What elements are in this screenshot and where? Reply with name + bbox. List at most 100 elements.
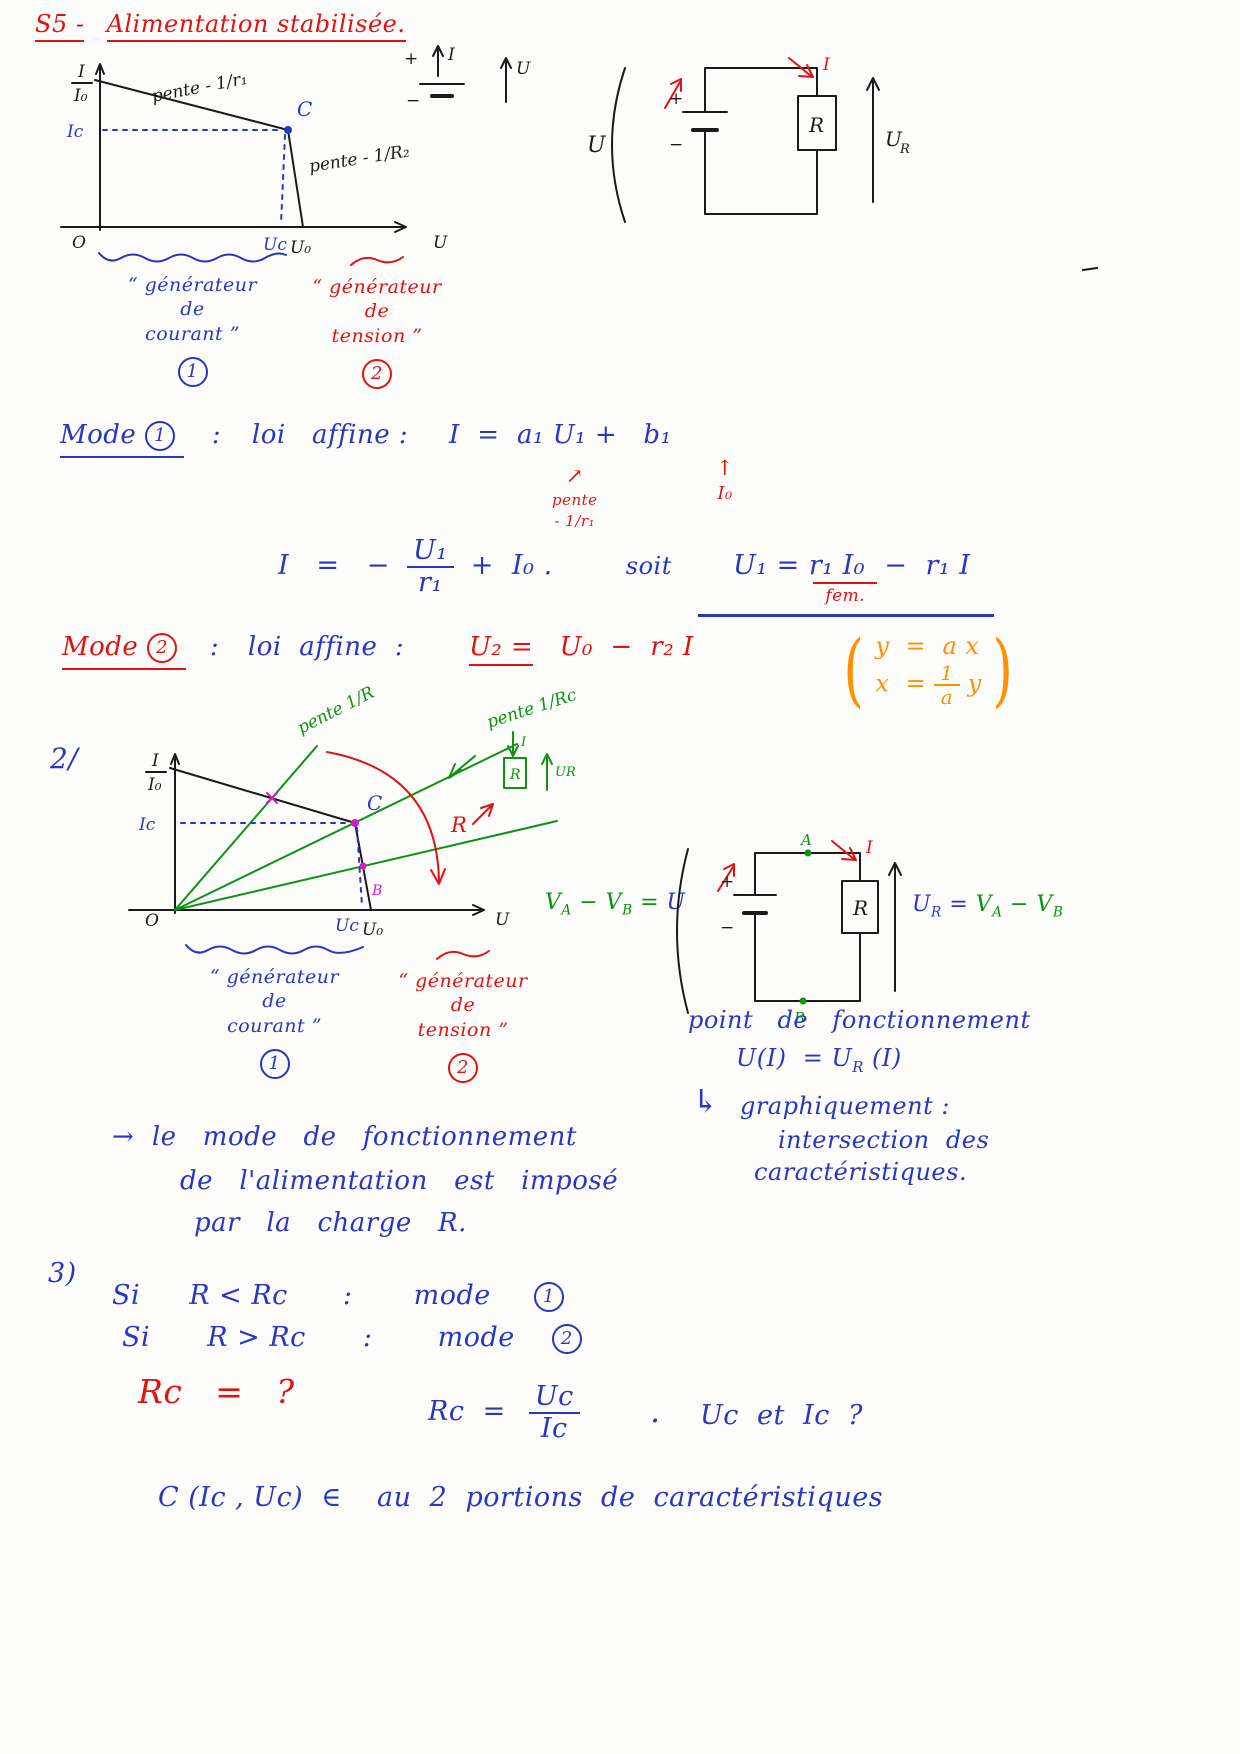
fraction-numerator: 1	[934, 662, 960, 686]
marker-b-label: B	[371, 883, 382, 899]
source-voltage-label: U	[587, 133, 607, 158]
sign-convention-sketch: + I − U	[404, 45, 531, 111]
underbrace-squiggle	[98, 252, 287, 263]
mode1-number: 1	[145, 421, 176, 451]
legend-line-3: tension ”	[417, 1019, 509, 1042]
section3-case1: Si R < Rc : mode 1	[112, 1280, 564, 1312]
colon: :	[362, 1322, 373, 1353]
characteristic-curve	[94, 79, 304, 228]
operating-point-text: point de fonctionnement	[688, 1006, 1031, 1034]
y-axis-label-numerator: I	[151, 751, 159, 771]
section3-number: 3)	[48, 1258, 77, 1289]
node-a-dot	[804, 849, 812, 857]
close-paren: )	[992, 623, 1014, 716]
pente-r2-label: pente - 1/R₂	[308, 141, 412, 177]
colon: :	[209, 632, 220, 662]
node-a-label: A	[799, 831, 812, 849]
resistor-box	[841, 880, 879, 934]
loi-affine-text: loi affine :	[247, 632, 405, 662]
mode1-annotation-pente: ↗ pente - 1/r₁	[552, 462, 598, 531]
wire-top	[704, 67, 818, 113]
annotation-pente-word: pente	[552, 491, 598, 510]
eq2-tail: + I₀ .	[470, 550, 553, 582]
current-label: I	[822, 55, 830, 75]
current-label: I	[865, 838, 873, 858]
annotation-i0-value: I₀	[717, 483, 733, 505]
mode2-heading: Mode 2 : loi affine : U₂ = U₀ − r₂ I	[62, 632, 694, 670]
current-arrow-head	[841, 847, 857, 861]
pente-1-r-label: pente 1/R	[294, 683, 378, 739]
mode2-number: 2	[147, 633, 178, 663]
sub-a: A	[561, 902, 572, 919]
legend-line-1: “ générateur	[312, 275, 442, 298]
rc-equals: Rc =	[428, 1396, 506, 1428]
legend-line-3: courant ”	[145, 323, 240, 346]
mode-word: Mode	[60, 420, 137, 450]
resistor-box	[797, 95, 837, 151]
of-i: (I)	[872, 1044, 902, 1072]
left-bracket	[611, 67, 626, 223]
circuit1-source-and-load: U + − R I U R	[587, 55, 910, 223]
legend-line-2: de	[450, 994, 476, 1017]
load-line-steep	[174, 745, 318, 911]
legend-line-3: tension ”	[331, 325, 423, 348]
si-word: Si	[112, 1280, 141, 1311]
figure2-load-line-graph: B C I I₀ Ic pente 1/R pente 1/Rc I R UR …	[128, 683, 579, 940]
point-c-dot	[284, 126, 292, 134]
intersection-marker-2	[359, 862, 367, 870]
mode2-aside: ( y = a x x = 1 a y )	[838, 623, 1019, 716]
uc-ic-question: Uc et Ic ?	[700, 1400, 863, 1431]
x-axis-arrow	[394, 221, 407, 233]
r-increase-label: R	[450, 813, 467, 837]
u0-label: U₀	[290, 238, 311, 258]
sub-b: B	[1052, 904, 1064, 921]
graphiquement-line3: caractéristiques.	[754, 1158, 968, 1186]
left-bracket	[676, 848, 689, 1014]
colon: :	[342, 1280, 353, 1311]
voltage-arrow-head	[500, 57, 512, 69]
sub-r: R	[931, 904, 942, 921]
current-label: I	[447, 45, 455, 65]
si-word: Si	[122, 1322, 151, 1353]
v-symbol: V	[545, 890, 562, 915]
legend2-generateur-tension: “ générateur de tension ” 2	[388, 944, 538, 1083]
legend-line-1: “ générateur	[398, 969, 528, 992]
legend-generateur-courant: “ générateur de courant ” 1	[95, 248, 290, 387]
v-symbol: V	[975, 892, 993, 917]
sub-b: B	[622, 902, 633, 919]
voltage-label: U	[516, 59, 531, 79]
aside-eq-x-lhs: x =	[875, 669, 927, 698]
x-axis-arrow	[472, 904, 485, 916]
ur-lhs: UR =	[912, 892, 968, 921]
y-axis-label-denominator: I₀	[147, 775, 162, 795]
r-increase-arrow	[472, 805, 492, 825]
pointer-curl	[350, 256, 404, 266]
ur-arrow-head	[866, 77, 880, 91]
r-increase-arc	[326, 751, 440, 882]
mini-current-label: I	[520, 735, 527, 750]
squiggle-path	[185, 944, 364, 955]
point-c-membership: C (Ic , Uc) ∈	[158, 1482, 342, 1513]
sub-r: R	[852, 1057, 864, 1076]
separator-dot: .	[650, 1392, 661, 1430]
r-increase-arc-head	[430, 868, 446, 885]
ur-equation: UR = VA − VB	[912, 892, 1063, 920]
condition: R > Rc	[207, 1322, 306, 1353]
x-axis-label: U	[495, 910, 510, 930]
mode1-annotation-i0: ↑ I₀	[716, 455, 734, 506]
legend-generateur-tension: “ générateur de tension ” 2	[302, 250, 452, 389]
point-c-label: C	[297, 97, 312, 121]
y-axis-label-denominator: I₀	[73, 86, 88, 106]
annotation-up-arrow-icon: ↑	[716, 456, 735, 480]
sub-a: A	[992, 904, 1003, 921]
ic-label: Ic	[138, 815, 156, 835]
battery-plus: +	[720, 872, 734, 892]
underbrace-squiggle	[185, 944, 364, 955]
mode1-badge: 1	[177, 356, 208, 387]
uc-label: Uc	[263, 235, 287, 255]
aside-eq-x: x = 1 a y	[875, 662, 981, 708]
figure1-characteristic-graph: I I₀ Ic C pente - 1/r₁ pente - 1/R₂ O Uc…	[60, 62, 448, 258]
current-arrow-head	[432, 45, 444, 57]
mode1-badge: 1	[259, 1048, 290, 1079]
